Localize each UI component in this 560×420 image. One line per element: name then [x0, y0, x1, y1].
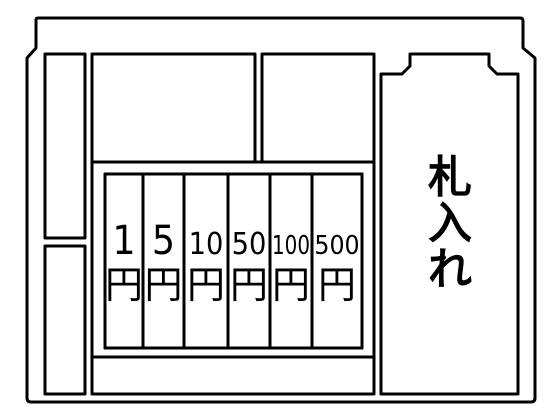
left-compartment-top [43, 52, 87, 240]
coin-unit-10: 円 [187, 263, 225, 307]
coin-unit-100: 円 [272, 263, 310, 307]
bill-label-char-2: 入 [428, 198, 472, 249]
coin-value-5: 5 [152, 218, 175, 264]
coin-value-10: 10 [189, 227, 224, 262]
upper-compartment-left [90, 52, 257, 164]
left-compartment-bottom [43, 244, 87, 396]
coin-unit-50: 円 [230, 263, 268, 307]
coin-value-100: 100 [272, 231, 310, 261]
coin-value-1: 1 [112, 218, 135, 264]
coin-unit-5: 円 [144, 263, 182, 307]
front-compartment [90, 355, 376, 396]
upper-compartment-right [260, 52, 376, 164]
coin-unit-500: 円 [318, 263, 356, 307]
coin-unit-1: 円 [105, 263, 143, 307]
coin-slot-500 [310, 172, 364, 350]
coin-value-50: 50 [232, 227, 267, 262]
bill-compartment [379, 52, 520, 396]
coin-value-500: 500 [314, 231, 359, 261]
bill-label-char-3: れ [428, 244, 472, 295]
coin-slot-100 [268, 172, 314, 350]
bill-label-char-1: 札 [428, 152, 472, 203]
